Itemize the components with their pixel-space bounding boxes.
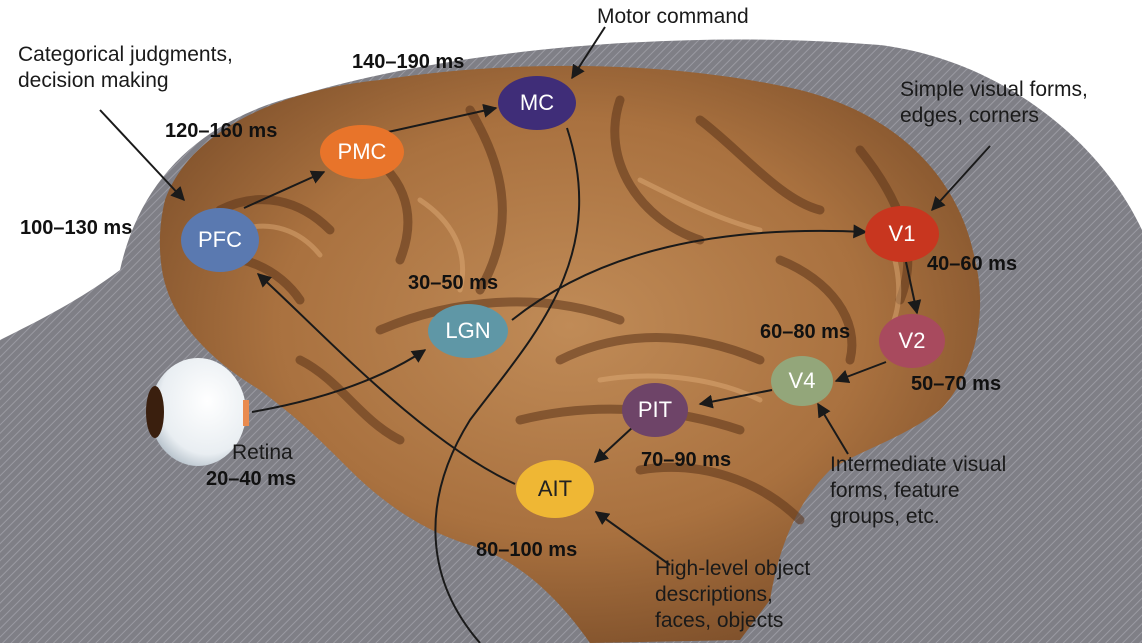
simple-visual-label-line2: edges, corners	[900, 105, 1039, 127]
node-label-pfc: PFC	[198, 227, 242, 253]
intermediate-label-line3: groups, etc.	[830, 506, 940, 528]
latency-pit: 70–90 ms	[641, 450, 731, 471]
categorical-label-line1: Categorical judgments,	[18, 44, 233, 66]
latency-pfc: 100–130 ms	[20, 218, 132, 239]
node-label-pit: PIT	[638, 397, 672, 423]
latency-ait: 80–100 ms	[476, 540, 577, 561]
node-label-pmc: PMC	[338, 139, 387, 165]
node-label-v1: V1	[889, 221, 916, 247]
simple-visual-label-line1: Simple visual forms,	[900, 79, 1088, 101]
node-label-lgn: LGN	[445, 318, 490, 344]
latency-v2: 50–70 ms	[911, 374, 1001, 395]
high-level-label-line3: faces, objects	[655, 610, 783, 632]
motor-command-label: Motor command	[597, 6, 749, 28]
latency-retina: 20–40 ms	[206, 469, 296, 490]
node-label-ait: AIT	[538, 476, 572, 502]
node-label-v4: V4	[789, 368, 816, 394]
latency-lgn: 30–50 ms	[408, 273, 498, 294]
high-level-label-line1: High-level object	[655, 558, 810, 580]
retina-label: Retina	[232, 442, 293, 464]
intermediate-label-line1: Intermediate visual	[830, 454, 1006, 476]
latency-v4: 60–80 ms	[760, 322, 850, 343]
high-level-label-line2: descriptions,	[655, 584, 773, 606]
latency-pmc: 120–160 ms	[165, 121, 277, 142]
latency-v1: 40–60 ms	[927, 254, 1017, 275]
node-label-v2: V2	[899, 328, 926, 354]
intermediate-label-line2: forms, feature	[830, 480, 960, 502]
categorical-label-line2: decision making	[18, 70, 169, 92]
latency-mc: 140–190 ms	[352, 52, 464, 73]
node-label-mc: MC	[520, 90, 554, 116]
